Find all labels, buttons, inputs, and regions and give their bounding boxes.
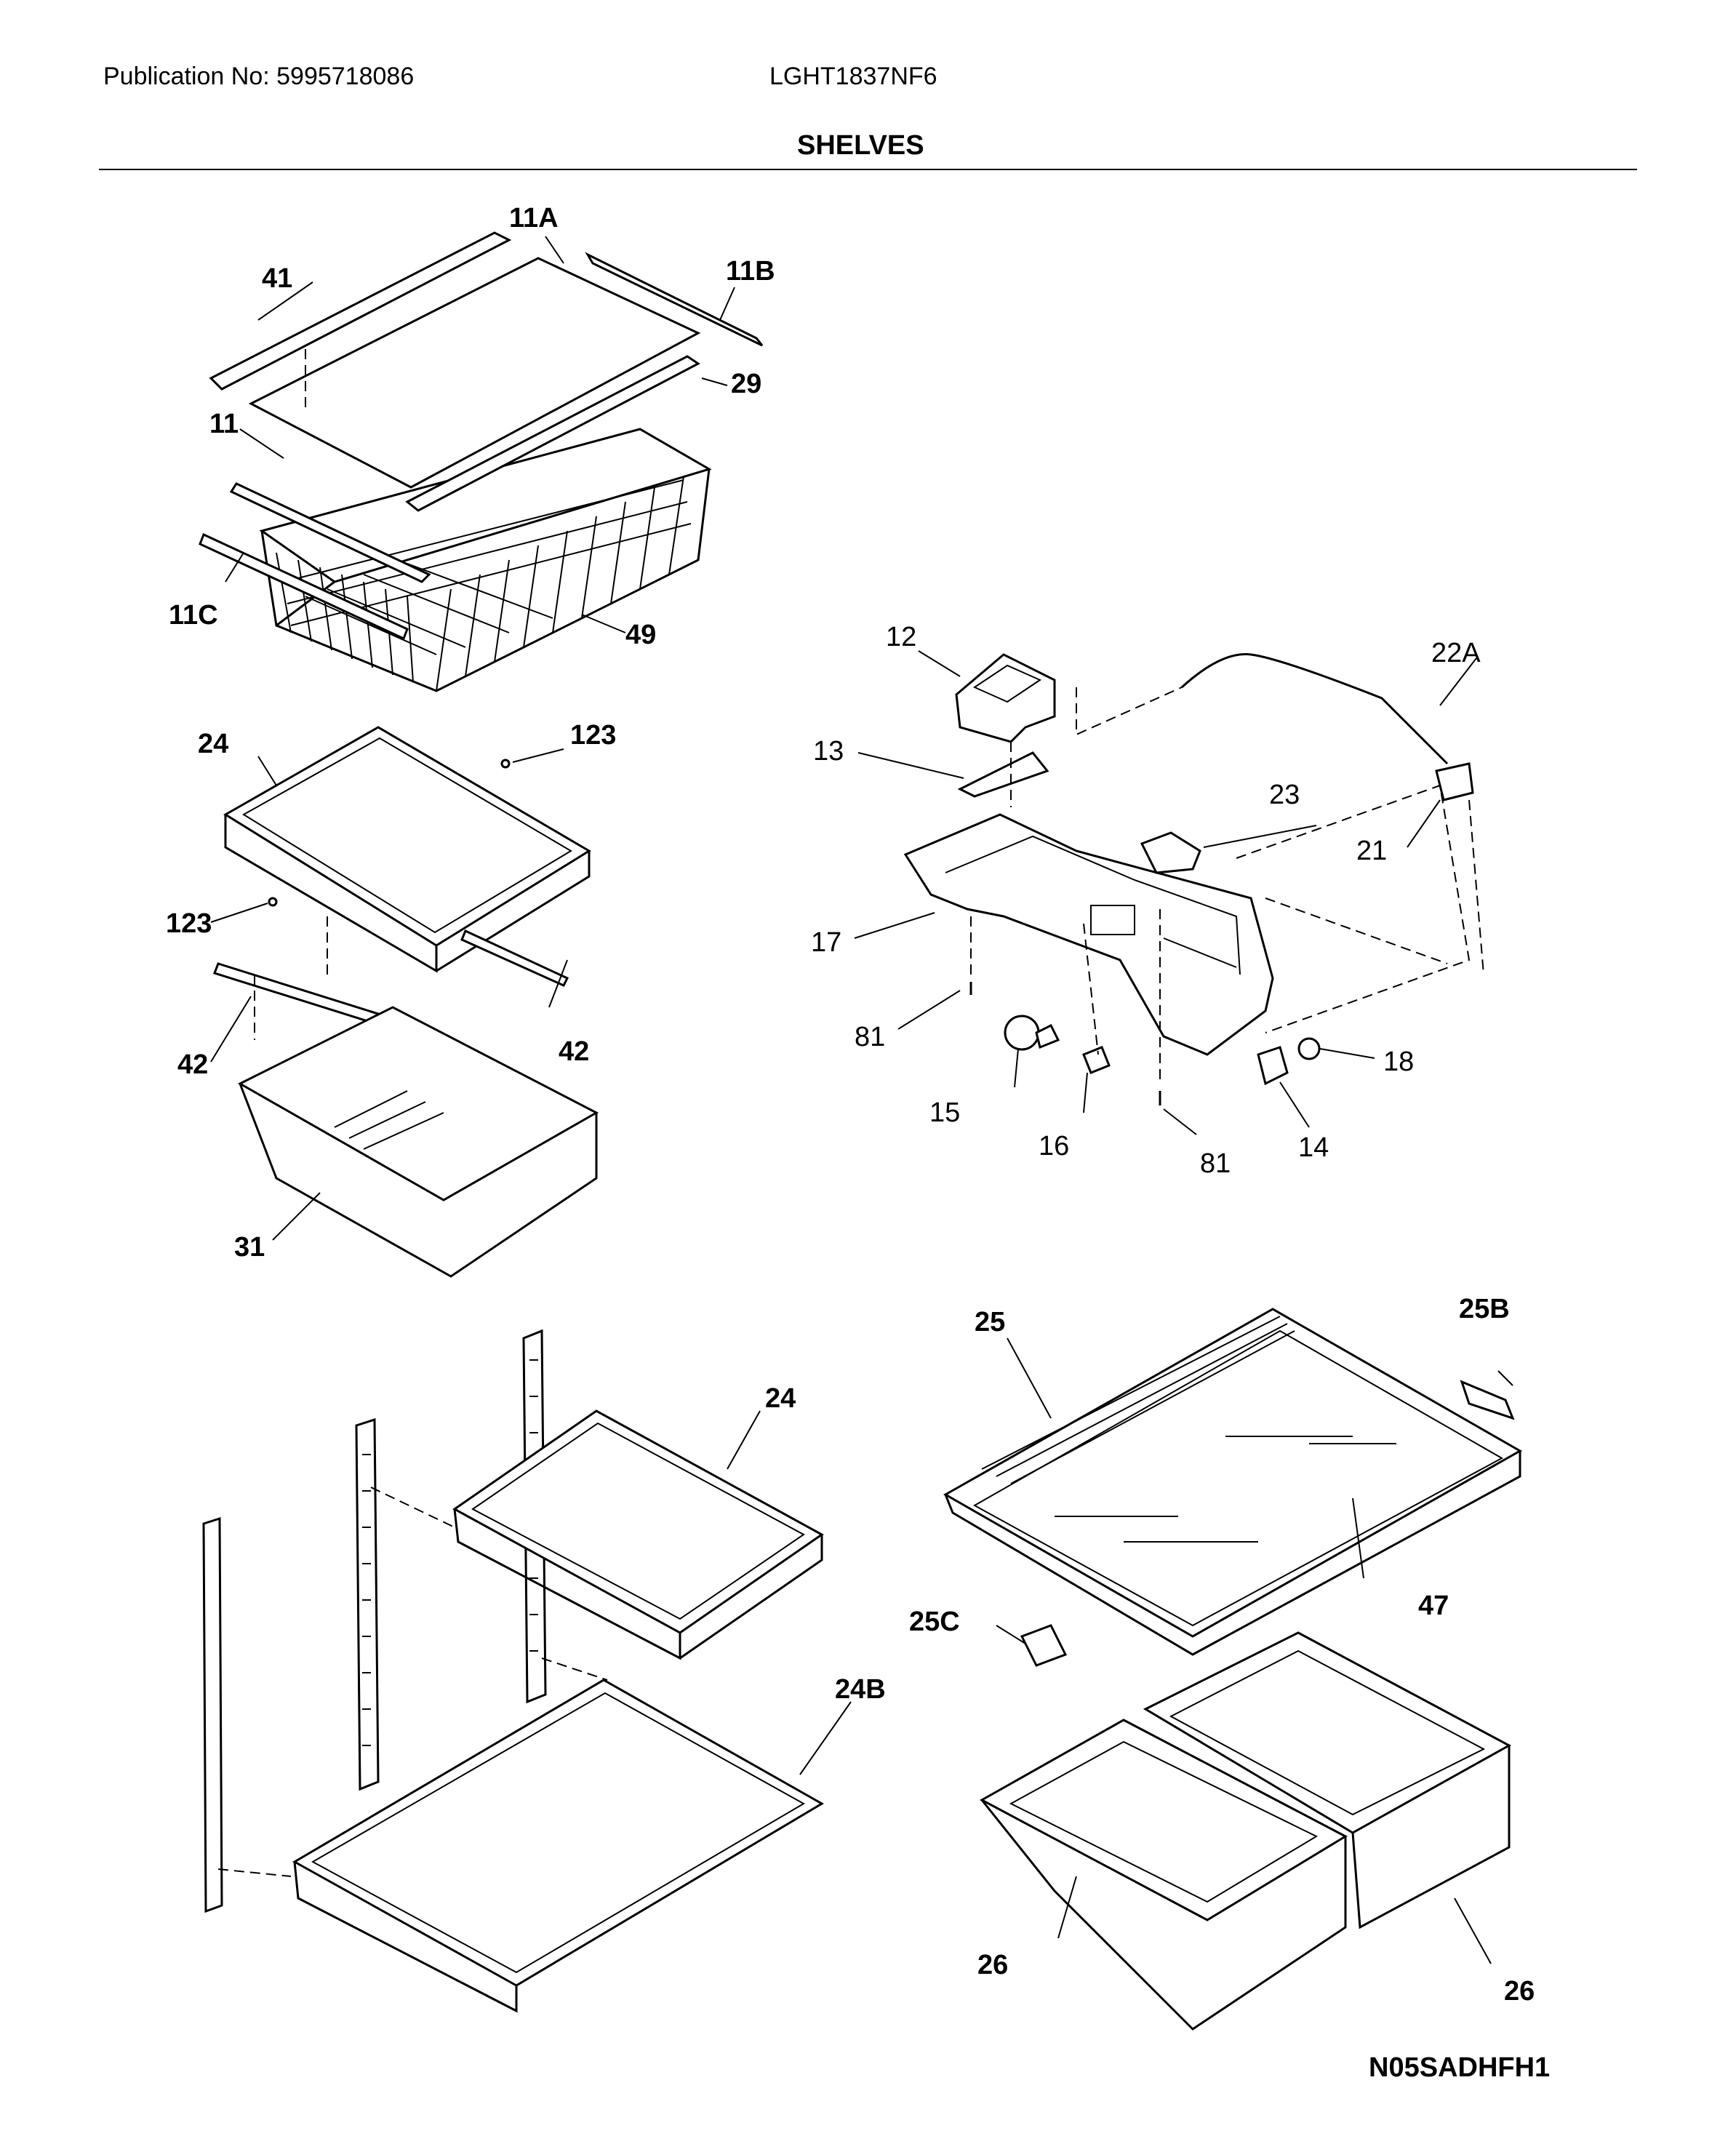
label-11C: 11C	[169, 600, 218, 631]
label-11: 11	[209, 409, 239, 439]
label-11A: 11A	[509, 203, 559, 233]
label-123: 123	[570, 720, 616, 751]
label-29: 29	[731, 369, 761, 399]
label-31: 31	[234, 1232, 265, 1263]
label-81: 81	[1200, 1148, 1231, 1179]
cantilever-shelf-assembly	[202, 1329, 852, 2013]
publication-number: Publication No: 5995718086	[103, 63, 415, 90]
label-11B: 11B	[726, 256, 775, 287]
crisper-drawer	[237, 1006, 599, 1201]
label-18: 18	[1383, 1047, 1414, 1077]
label-17: 17	[811, 927, 841, 958]
label-13: 13	[813, 736, 844, 767]
label-26: 26	[1504, 1976, 1535, 2007]
part-number-labels: 11A 41 11B 29 11 11C 49 24 123 123 42 42…	[166, 203, 1535, 2007]
header-divider	[99, 169, 1637, 170]
label-25C: 25C	[909, 1607, 960, 1637]
crisper-shelf-drawer-assembly	[210, 726, 599, 1278]
front-trim	[209, 231, 512, 391]
label-25: 25	[975, 1307, 1005, 1337]
rear-bracket	[585, 252, 764, 347]
wire-basket-shelf-assembly	[199, 231, 764, 692]
label-12: 12	[886, 622, 916, 652]
crisper-cover-bins-assembly	[943, 1308, 1523, 2031]
label-24: 24	[765, 1383, 796, 1414]
label-15: 15	[929, 1097, 960, 1128]
label-41: 41	[262, 263, 292, 294]
light-shield	[955, 653, 1056, 743]
label-42: 42	[177, 1049, 208, 1080]
label-23: 23	[1269, 780, 1300, 810]
label-22A: 22A	[1431, 638, 1481, 668]
label-21: 21	[1356, 836, 1387, 866]
label-24B: 24B	[835, 1674, 886, 1705]
label-81: 81	[855, 1022, 885, 1052]
glass-shelf	[248, 257, 701, 489]
diagram-code: N05SADHFH1	[1369, 2052, 1551, 2083]
label-14: 14	[1298, 1132, 1329, 1163]
label-123: 123	[166, 908, 212, 939]
label-47: 47	[1418, 1591, 1449, 1621]
label-25B: 25B	[1459, 1294, 1510, 1324]
wire-basket	[259, 428, 712, 692]
wire-connector	[1435, 762, 1474, 801]
socket-23	[1140, 831, 1201, 874]
label-24: 24	[198, 729, 228, 759]
glass-shelf-24b	[292, 1679, 824, 1987]
light-housing-assembly	[854, 650, 1484, 1135]
model-number: LGHT1837NF6	[769, 63, 937, 90]
label-49: 49	[625, 620, 656, 650]
page-title: SHELVES	[797, 130, 924, 161]
light-bulb	[1004, 1015, 1040, 1051]
light-housing	[903, 813, 1274, 1056]
label-42: 42	[559, 1036, 589, 1067]
label-16: 16	[1039, 1131, 1069, 1161]
label-26: 26	[977, 1950, 1008, 1980]
